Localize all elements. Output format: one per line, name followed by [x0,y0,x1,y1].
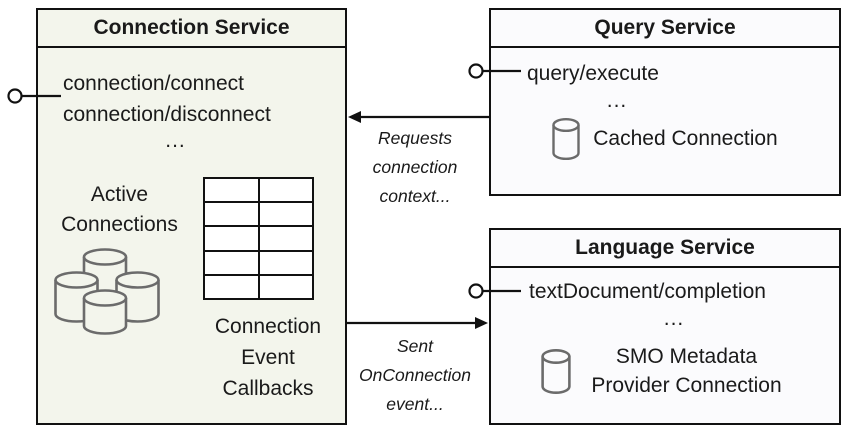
query-methods-ellipsis: ... [606,89,628,112]
sent-onconnection-arrow [347,317,488,329]
method-textdocument-completion: textDocument/completion [529,280,766,303]
cached-connection-row: Cached Connection [491,118,839,160]
connection-event-callbacks-label: Connection Event Callbacks [214,315,322,400]
method-query-execute: query/execute [527,62,659,85]
database-cylinder-icon [541,348,571,394]
table-grid-icon [203,177,314,300]
database-cylinder-icon [552,118,580,160]
connection-service-methods: connection/connect connection/disconnect… [63,68,288,152]
connection-service-title: Connection Service [38,10,345,48]
method-connection-disconnect: connection/disconnect [63,103,271,126]
method-connection-connect: connection/connect [63,72,244,95]
active-connections-label: Active Connections [61,183,178,236]
language-service-box: Language Service textDocument/completion… [489,228,841,425]
query-service-title: Query Service [491,10,839,48]
language-methods-ellipsis: ... [663,307,685,330]
cached-connection-label: Cached Connection [593,127,778,150]
query-service-box: Query Service query/execute ... Cached C… [489,8,841,196]
requests-connection-arrow [348,111,489,123]
requests-connection-context-note: Requests connection context... [372,128,458,206]
sent-onconnection-event-note: Sent OnConnection event... [359,336,471,414]
smo-metadata-provider-connection-label: SMO Metadata Provider Connection [591,345,782,397]
methods-ellipsis: ... [165,129,186,152]
database-cylinder-cluster-icon [54,248,160,335]
smo-metadata-row: SMO Metadata Provider Connection [491,342,839,400]
language-service-title: Language Service [491,230,839,268]
connection-service-box: Connection Service connection/connect co… [36,8,347,425]
